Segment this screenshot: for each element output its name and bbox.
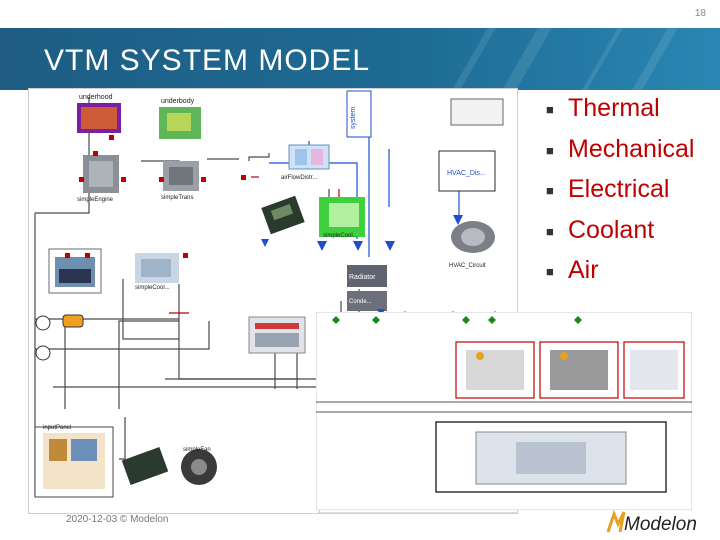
simplecool-block[interactable]: simpleCool... [319,197,365,239]
input-panel-label: inputPanel [43,425,71,431]
engine-block[interactable]: simpleEngine [77,155,119,203]
condenser-label: Conde... [349,299,372,305]
bullet-marker: ■ [546,102,554,117]
hvac-circuit-block[interactable]: HVAC_Circuit [449,221,495,269]
control-panel-block[interactable] [248,316,306,354]
bullet-text: Electrical [568,175,670,203]
cooling-label: simpleCool... [135,285,170,291]
airflow-label: airFlowDistr... [281,175,318,181]
diagram-red-wires [169,176,340,330]
airflow-block[interactable]: airFlowDistr... [281,144,330,181]
ecu-block[interactable] [261,195,305,235]
bullet-text: Thermal [568,94,660,122]
bullet-marker: ■ [546,142,554,158]
vehicle-block[interactable] [48,248,102,294]
page-number: 18 [694,8,706,19]
simplecool-top-label: simpleCool... [323,233,358,239]
title-banner [0,28,720,90]
radiator-label: Radiator [349,274,376,281]
subsystem-detail-view [316,312,692,510]
bullet-item: ■ Electrical [546,175,694,216]
fan-block[interactable]: simpleFan [181,447,217,485]
bullet-marker: ■ [546,264,554,279]
fan-label: simpleFan [183,447,211,453]
bullet-item: ■ Air [546,256,694,297]
hvac-dist-label: HVAC_Dis... [447,170,486,177]
modelon-logo: Modelon [606,509,697,535]
bullet-list: ■ Thermal ■ Mechanical ■ Electrical ■ Coolan… [546,94,694,297]
input-panel-block[interactable]: inputPanel [34,425,114,498]
bullet-marker: ■ [546,223,554,239]
condenser-block[interactable]: Conde... [347,291,387,311]
cooling-block[interactable]: simpleCool... [135,253,179,291]
bullet-text: Mechanical [568,134,695,163]
sensor-icons [35,314,84,361]
hvac-circuit-label: HVAC_Circuit [449,263,486,269]
bullet-item: ■ Thermal [546,94,694,135]
transmission-label: simpleTrans [161,195,193,201]
hvac-dist-block[interactable]: HVAC_Dis... [438,98,504,192]
system-block[interactable]: system [346,90,372,138]
underhood-block[interactable]: underhood [77,94,121,133]
bullet-text: Air [568,256,599,284]
radiator-block[interactable]: Radiator [347,265,387,287]
underhood-label: underhood [79,94,113,101]
logo-text: Modelon [624,514,697,535]
system-label: system [350,107,357,129]
bullet-item: ■ Mechanical [546,135,694,176]
slide-title: VTM SYSTEM MODEL [44,44,371,77]
blue-arrows [261,215,463,317]
bullet-text: Coolant [568,215,655,244]
underbody-block[interactable]: underbody [159,98,201,139]
footer-text: 2020-12-03 © Modelon [66,514,169,525]
engine-label: simpleEngine [77,197,114,203]
bullet-marker: ■ [546,183,554,198]
transmission-block[interactable]: simpleTrans [161,161,199,201]
red-ports [65,135,246,258]
underbody-label: underbody [161,98,195,105]
ecu2-block[interactable] [121,446,169,486]
bullet-item: ■ Coolant [546,216,694,257]
